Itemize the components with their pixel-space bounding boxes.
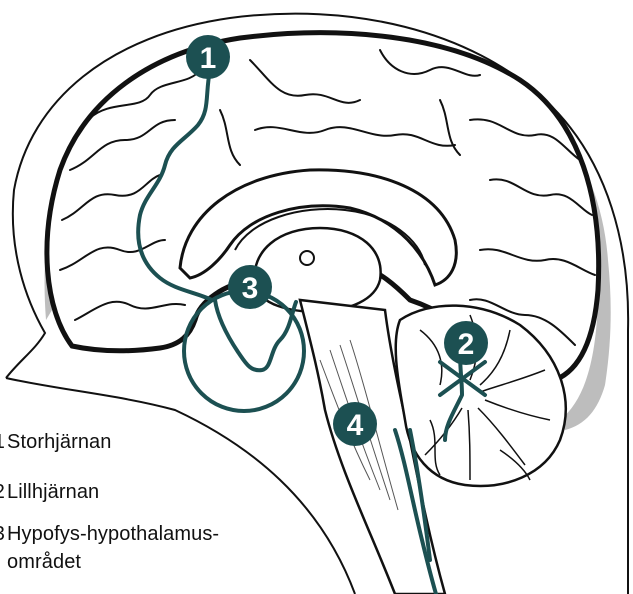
badge-1-label: 1 xyxy=(200,42,217,75)
badge-3: 3 xyxy=(228,265,272,309)
badge-1: 1 xyxy=(186,35,230,79)
badge-2: 2 xyxy=(444,321,488,365)
badge-4-label: 4 xyxy=(347,409,364,442)
badge-4: 4 xyxy=(333,402,377,446)
badge-2-label: 2 xyxy=(458,328,475,361)
badge-3-label: 3 xyxy=(242,272,259,305)
hypothalamus-ring xyxy=(184,291,304,411)
thalamus-nucleus xyxy=(300,251,314,265)
head-outline-lower xyxy=(6,378,355,594)
